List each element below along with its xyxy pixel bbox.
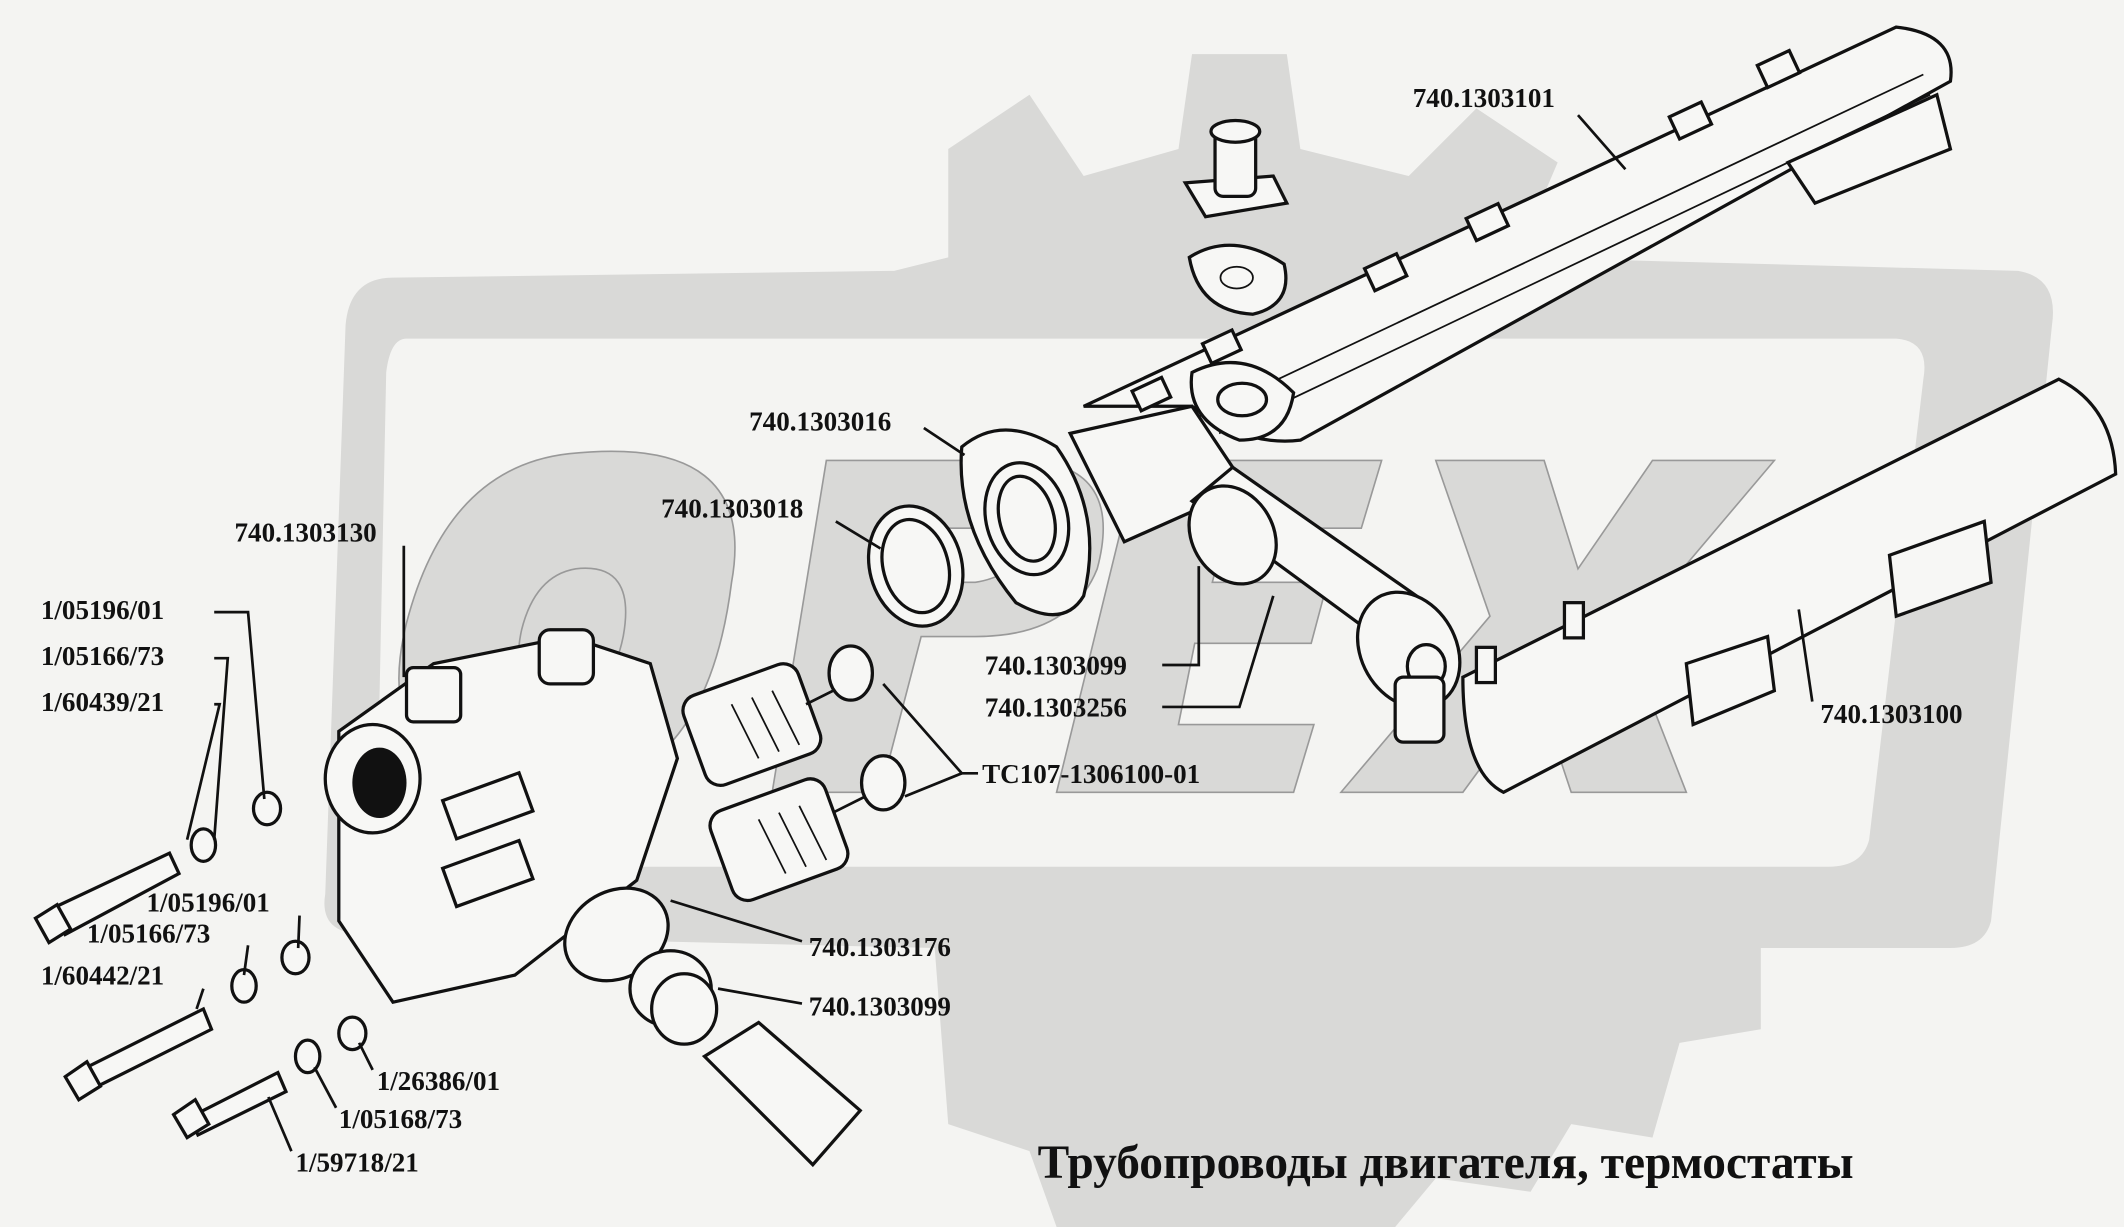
fasteners <box>33 790 368 1140</box>
flange <box>959 404 1249 617</box>
label-1-26386-01: 1/26386/01 <box>377 1066 500 1096</box>
pipe-lower <box>1461 377 2118 795</box>
label-740-1303099-lower: 740.1303099 <box>809 992 951 1022</box>
label-740-1303256: 740.1303256 <box>985 692 1127 722</box>
diagram-title: Трубопроводы двигателя, термостаты <box>1038 1137 1854 1189</box>
gasket-ring <box>866 504 965 628</box>
label-1-05196-01: 1/05196/01 <box>41 595 164 625</box>
watermark-letter-e <box>1055 459 1383 794</box>
label-1-05166-73: 1/05166/73 <box>41 641 164 671</box>
label-740-1303016: 740.1303016 <box>749 407 891 437</box>
label-740-1303176: 740.1303176 <box>809 932 951 962</box>
fittings <box>1129 48 1802 413</box>
pipe-upper <box>1082 25 1953 443</box>
label-740-1303018: 740.1303018 <box>661 493 803 523</box>
label-740-1303101: 740.1303101 <box>1413 83 1555 113</box>
outlet-pipe <box>563 886 863 1168</box>
hose-connector <box>1187 465 1462 744</box>
label-740-1303130: 740.1303130 <box>235 518 377 548</box>
label-1-60439-21: 1/60439/21 <box>41 687 164 717</box>
label-1-05196-01-lower: 1/05196/01 <box>146 887 269 917</box>
thermostats <box>681 644 907 903</box>
watermark-letter-x <box>1339 459 1777 794</box>
label-1-59718-21: 1/59718/21 <box>295 1147 418 1177</box>
label-740-1303099-upper: 740.1303099 <box>985 650 1127 680</box>
label-1-05166-73-lower: 1/05166/73 <box>87 919 210 949</box>
label-740-1303100: 740.1303100 <box>1820 699 1962 729</box>
label-1-05168-73: 1/05168/73 <box>339 1104 462 1134</box>
leader-lines <box>185 114 1814 1152</box>
label-tc107-1306100-01: ТС107-1306100-01 <box>982 759 1200 789</box>
pipe-fitting-top <box>1182 118 1296 442</box>
label-1-60442-21: 1/60442/21 <box>41 961 164 991</box>
